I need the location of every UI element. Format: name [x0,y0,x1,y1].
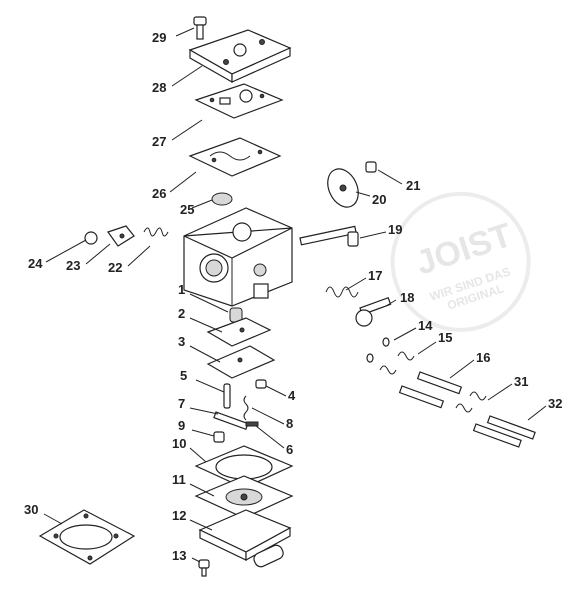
callout-14: 14 [418,318,433,333]
part-19-shaft [299,225,359,247]
callout-8: 8 [286,416,293,431]
callout-17: 17 [368,268,382,283]
callout-5: 5 [180,368,187,383]
callout-20: 20 [372,192,386,207]
part-6-pin [245,421,259,427]
watermark: JOIST WIR SIND DAS ORIGINAL [390,191,531,332]
callout-30: 30 [24,502,38,517]
part-14-o-rings [366,337,390,363]
callout-labels: 29 28 27 26 25 24 23 22 21 20 19 17 18 1… [24,30,562,563]
part-8-spring [243,395,249,421]
callout-6: 6 [286,442,293,457]
part-20-choke-plate [327,168,359,208]
callout-18: 18 [400,290,414,305]
part-11-diaphragm [194,475,294,519]
part-28-cover [188,29,292,84]
part-9-screw [213,431,225,443]
callout-13: 13 [172,548,186,563]
callout-11: 11 [172,472,186,487]
part-18-idle-screw [355,296,392,327]
callout-9: 9 [178,418,185,433]
part-10-gasket [194,445,294,489]
leader-lines [43,27,547,563]
callout-21: 21 [406,178,420,193]
callout-28: 28 [152,80,166,95]
part-25-screen [211,192,233,206]
part-12-cover [198,509,292,568]
part-21-screw [365,161,377,173]
part-23-lever [107,225,135,247]
callout-3: 3 [178,334,185,349]
part-13-screw [198,559,210,577]
callout-29: 29 [152,30,166,45]
part-22-spring [143,227,169,237]
part-27-gasket [194,83,284,119]
callout-7: 7 [178,396,185,411]
part-4-screw [255,379,267,389]
part-7-lever [213,411,249,431]
part-15-springs [379,351,415,375]
callout-24: 24 [28,256,43,271]
part-17-spring [325,286,359,298]
callout-32: 32 [548,396,562,411]
part-26-diaphragm [188,137,282,177]
callout-31: 31 [514,374,528,389]
callout-4: 4 [288,388,296,403]
part-3-disk [206,345,276,379]
callout-23: 23 [66,258,80,273]
part-24-nut [84,231,98,245]
callout-16: 16 [476,350,490,365]
callout-10: 10 [172,436,186,451]
callout-15: 15 [438,330,452,345]
callout-27: 27 [152,134,166,149]
part-16-adjusting-screws [398,371,463,409]
part-30-gasket [38,509,136,565]
callout-25: 25 [180,202,194,217]
carburetor-body [183,207,293,307]
part-29-screw [193,16,207,40]
part-5-needle [223,383,231,409]
part-31-springs [455,391,487,413]
callout-26: 26 [152,186,166,201]
callout-22: 22 [108,260,122,275]
callout-2: 2 [178,306,185,321]
part-32-screws [472,415,536,448]
callout-1: 1 [178,282,185,297]
part-2-gasket [206,317,272,347]
callout-19: 19 [388,222,402,237]
callout-12: 12 [172,508,186,523]
